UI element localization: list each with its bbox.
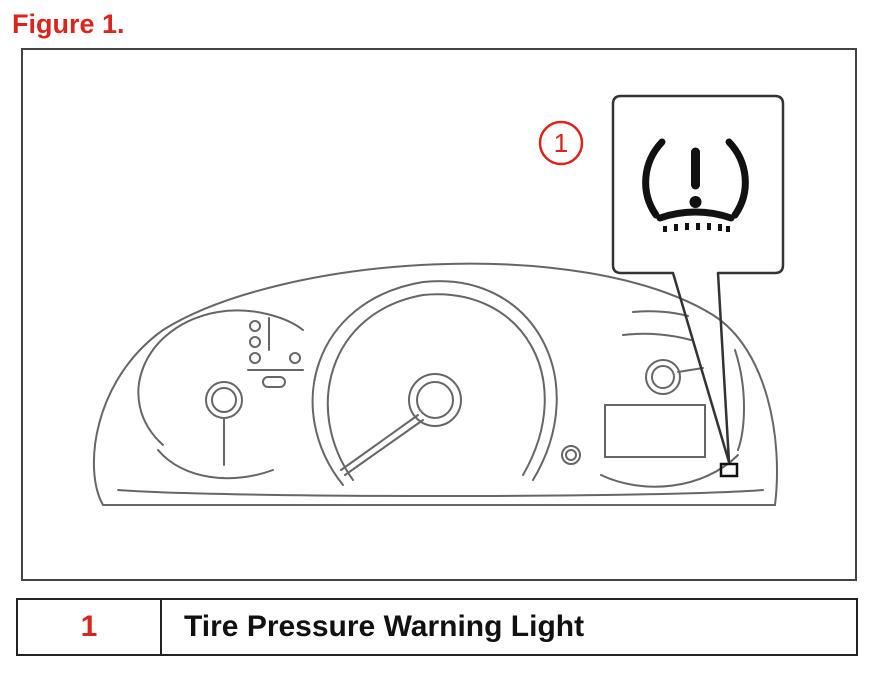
speedometer-inner-arc xyxy=(326,293,546,481)
speedometer-outer-arc xyxy=(311,280,558,486)
cluster-base-line xyxy=(117,489,764,497)
trip-knob xyxy=(561,445,581,465)
callout-box xyxy=(611,94,785,464)
callout-number: 1 xyxy=(554,128,568,158)
legend-description: Tire Pressure Warning Light xyxy=(184,610,585,643)
indicator-lamp xyxy=(289,352,301,364)
warning-lamp-location xyxy=(719,462,739,478)
left-gauge-lower-arc xyxy=(157,449,274,480)
left-gauge-arc xyxy=(137,309,304,446)
right-gauge-lower-arc xyxy=(600,454,739,488)
legend-table: 1 Tire Pressure Warning Light xyxy=(16,598,858,656)
right-gauge-hub xyxy=(645,359,681,395)
tread-marks xyxy=(663,223,730,232)
speedometer-hub xyxy=(408,373,462,427)
indicator-lamp xyxy=(249,320,261,332)
cluster-outline xyxy=(92,262,778,506)
callout xyxy=(611,94,785,464)
legend-number: 1 xyxy=(18,600,162,654)
tire-pressure-warning-icon xyxy=(642,138,749,222)
right-gauge-top-line xyxy=(632,310,689,317)
warning-dot xyxy=(689,196,702,208)
diagram-frame: 1 xyxy=(21,48,857,581)
indicator-lamp-rect xyxy=(262,376,286,388)
cluster-diagram: 1 xyxy=(92,94,785,506)
callout-number-circle xyxy=(538,120,584,166)
figure-title: Figure 1. xyxy=(12,9,125,39)
display-screen xyxy=(604,404,706,458)
indicator-lamp xyxy=(249,352,261,364)
indicator-lamp xyxy=(249,336,261,348)
speedometer-needle xyxy=(340,414,419,471)
